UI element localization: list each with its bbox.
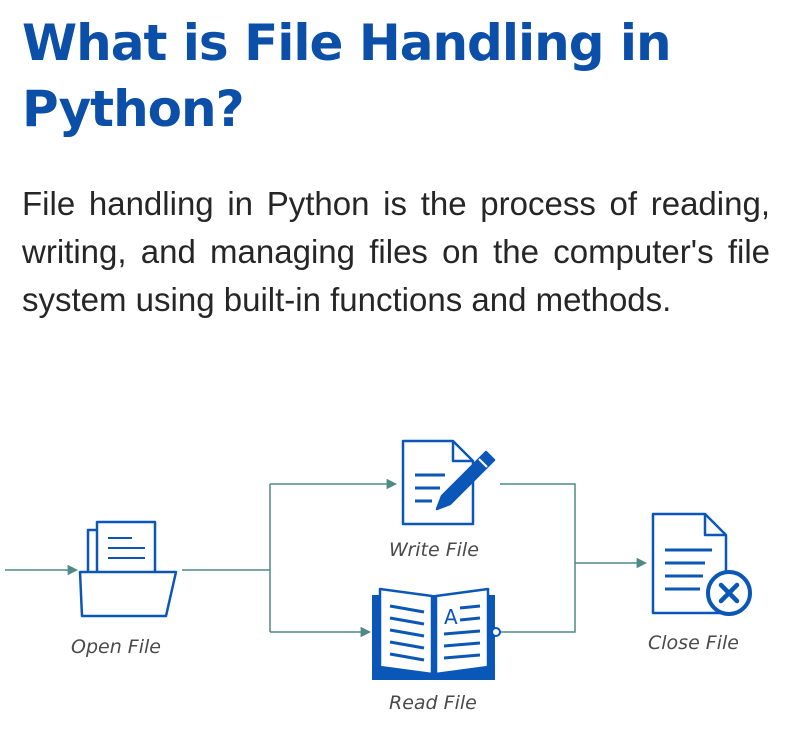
book-page-letter: A <box>444 605 458 629</box>
page-title: What is File Handling in Python? <box>22 14 672 138</box>
document-pencil-icon <box>401 439 496 526</box>
document-close-icon <box>651 512 752 616</box>
file-handling-flow-diagram: A Open File Write File Read File Close F… <box>5 439 752 714</box>
label-write-file: Write File <box>389 539 479 561</box>
label-read-file: Read File <box>389 692 477 714</box>
intro-paragraph: File handling in Python is the process o… <box>22 185 770 318</box>
label-open-file: Open File <box>71 636 161 658</box>
connector-lines <box>5 478 648 638</box>
open-folder-icon <box>78 520 178 618</box>
connector-from-read <box>498 570 576 633</box>
label-close-file: Close File <box>648 632 739 654</box>
connector-from-write <box>500 483 576 570</box>
open-book-icon: A <box>372 587 501 680</box>
